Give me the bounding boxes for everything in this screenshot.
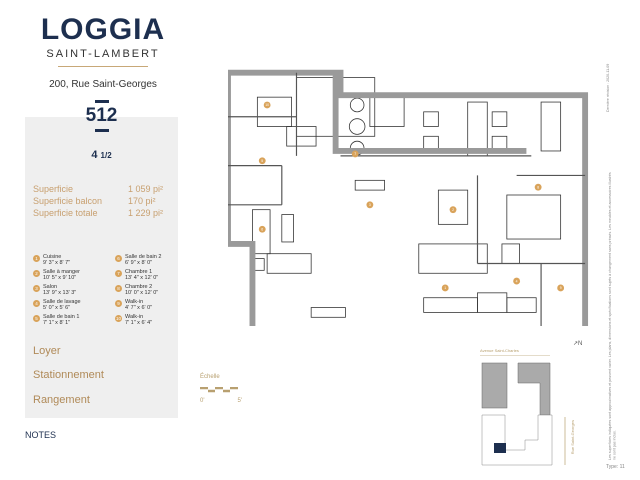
room-name: Chambre 1 bbox=[125, 269, 153, 275]
room-name: Salon bbox=[43, 284, 58, 290]
room-dimensions: 6' 9" x 8' 0" bbox=[125, 260, 153, 266]
area-label: Superficie bbox=[33, 184, 74, 194]
area-value: 1 059 pi² bbox=[128, 184, 164, 194]
scale-bar: Échelle 0' 5' bbox=[200, 374, 245, 404]
room-name: Salle de bain 1 bbox=[43, 314, 80, 320]
room-marker: 4 bbox=[513, 277, 521, 285]
area-label: Superficie balcon bbox=[33, 196, 103, 206]
room-number-badge: 9 bbox=[115, 300, 122, 307]
room-dimensions: 4' 7" x 6' 0" bbox=[125, 305, 153, 311]
storage-label: Rangement bbox=[33, 394, 90, 406]
street-top: Avenue Saint-Charles bbox=[480, 348, 519, 353]
room-name: Cuisine bbox=[43, 254, 62, 260]
rooms-whole: 4 bbox=[91, 149, 98, 161]
area-label: Superficie totale bbox=[33, 208, 98, 218]
room-marker: 6 bbox=[258, 225, 266, 233]
room-number-badge: 3 bbox=[33, 285, 40, 292]
room-name: Salle de lavage bbox=[43, 299, 81, 305]
room-marker: 3 bbox=[366, 201, 374, 209]
area-row: Superficie 1 059 pi² bbox=[33, 184, 173, 194]
svg-text:5: 5 bbox=[261, 159, 263, 163]
room-dimensions: 7' 1" x 6' 4" bbox=[125, 320, 153, 326]
scale-max: 5' bbox=[237, 398, 242, 404]
floor-plan: 1 2 3 4 5 6 7 8 9 10 bbox=[228, 69, 589, 326]
room-name: Walk-in bbox=[125, 299, 144, 305]
scale-label: Échelle bbox=[200, 374, 220, 380]
divider bbox=[58, 66, 148, 67]
parking-label: Stationnement bbox=[33, 369, 104, 381]
room-name: Walk-in bbox=[125, 314, 144, 320]
type-label: Type: 11 bbox=[606, 464, 625, 470]
room-number-badge: 5 bbox=[33, 315, 40, 322]
room-number-badge: 10 bbox=[115, 315, 122, 322]
room-number-badge: 6 bbox=[115, 255, 122, 262]
scale-graphic bbox=[200, 386, 238, 393]
svg-text:9: 9 bbox=[560, 286, 562, 290]
room-name: Salle de bain 2 bbox=[125, 254, 162, 260]
room-dimensions: 10' 5" x 9' 10" bbox=[43, 275, 77, 281]
room-marker: 9 bbox=[557, 284, 565, 292]
rent-label: Loyer bbox=[33, 345, 61, 357]
logo-name: LOGGIA bbox=[40, 13, 166, 46]
area-row: Superficie totale 1 229 pi² bbox=[33, 208, 173, 218]
divider bbox=[94, 100, 109, 103]
room-marker: 8 bbox=[534, 183, 542, 191]
room-number-badge: 2 bbox=[33, 270, 40, 277]
rooms-fraction: 1/2 bbox=[100, 151, 112, 160]
room-number-badge: 4 bbox=[33, 300, 40, 307]
room-number-badge: 1 bbox=[33, 255, 40, 262]
room-name: Salle à manger bbox=[43, 269, 80, 275]
logo: LOGGIA SAINT-LAMBERT bbox=[38, 14, 168, 67]
street-right: Rue Saint-Georges bbox=[570, 420, 575, 455]
notes-heading: NOTES bbox=[25, 430, 57, 440]
room-number-badge: 7 bbox=[115, 270, 122, 277]
room-name: Chambre 2 bbox=[125, 284, 153, 290]
area-value: 170 pi² bbox=[128, 196, 156, 206]
unit-number: 512 bbox=[25, 100, 178, 132]
room-count: 4 1/2 bbox=[25, 149, 178, 161]
svg-text:7: 7 bbox=[354, 152, 356, 156]
divider bbox=[94, 129, 109, 132]
room-dimensions: 9' 3" x 8' 7" bbox=[43, 260, 71, 266]
room-number-badge: 8 bbox=[115, 285, 122, 292]
room-marker: 7 bbox=[351, 150, 359, 158]
room-marker: 2 bbox=[449, 206, 457, 214]
disclaimer: Les superficies indiquées sont approxima… bbox=[608, 172, 617, 460]
north-arrow-icon: ↗N bbox=[573, 341, 583, 347]
logo-subtitle: SAINT-LAMBERT bbox=[46, 48, 160, 60]
address: 200, Rue Saint-Georges bbox=[49, 79, 157, 90]
info-panel bbox=[25, 117, 178, 418]
room-marker: 5 bbox=[258, 157, 266, 165]
key-plan bbox=[480, 355, 566, 466]
scale-min: 0' bbox=[200, 398, 205, 404]
unit-number-text: 512 bbox=[85, 105, 118, 126]
room-dimensions: 7' 1" x 8' 1" bbox=[43, 320, 71, 326]
revision-date: Dernière révision : 2020-11-09 bbox=[606, 63, 610, 112]
room-marker: 1 bbox=[441, 284, 449, 292]
area-value: 1 229 pi² bbox=[128, 208, 164, 218]
room-dimensions: 10' 0" x 12' 0" bbox=[125, 290, 159, 296]
svg-text:6: 6 bbox=[261, 228, 263, 232]
svg-text:4: 4 bbox=[516, 279, 518, 283]
room-dimensions: 13' 9" x 13' 3" bbox=[43, 290, 77, 296]
svg-text:3: 3 bbox=[369, 203, 371, 207]
svg-text:8: 8 bbox=[537, 185, 539, 189]
svg-text:2: 2 bbox=[452, 208, 454, 212]
room-dimensions: 5' 0" x 5' 6" bbox=[43, 305, 71, 311]
svg-text:1: 1 bbox=[444, 286, 446, 290]
room-dimensions: 13' 4" x 12' 0" bbox=[125, 275, 159, 281]
area-row: Superficie balcon 170 pi² bbox=[33, 196, 173, 206]
svg-text:10: 10 bbox=[265, 103, 269, 107]
room-marker: 10 bbox=[263, 101, 271, 109]
